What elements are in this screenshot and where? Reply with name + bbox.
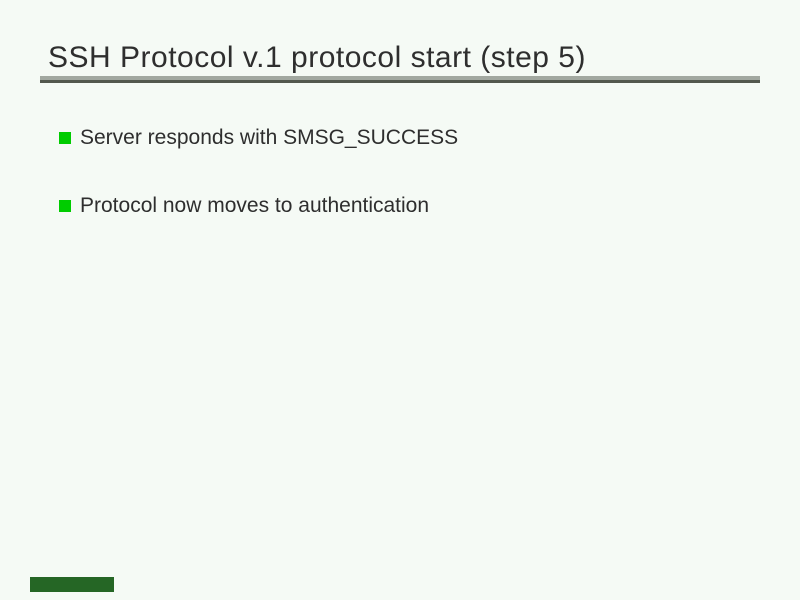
bullet-text: Server responds with SMSG_SUCCESS: [80, 126, 459, 149]
bullet-square-icon: [59, 132, 71, 144]
footer-accent-bar: [30, 577, 114, 592]
bullet-item: Protocol now moves to authentication: [59, 194, 429, 218]
bullet-square-icon: [59, 200, 71, 212]
bullet-item: Server responds with SMSG_SUCCESS: [59, 126, 458, 150]
bullet-text: Protocol now moves to authentication: [80, 194, 430, 217]
title-underline-rule: [40, 76, 760, 83]
slide-title: SSH Protocol v.1 protocol start (step 5): [48, 41, 586, 74]
